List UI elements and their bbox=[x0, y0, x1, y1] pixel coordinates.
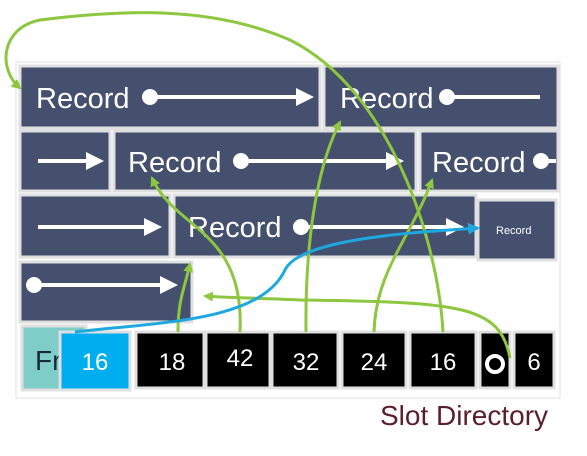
footer-label: Fr bbox=[35, 345, 61, 376]
arrowhead-icon bbox=[86, 152, 104, 170]
arrowhead-icon bbox=[144, 218, 162, 236]
arrowhead-icon bbox=[160, 276, 178, 294]
arrowhead-icon bbox=[386, 152, 404, 170]
arrowhead-icon bbox=[446, 218, 464, 236]
slot-entry-5 bbox=[408, 330, 478, 390]
slot-entry-5-value: 16 bbox=[430, 349, 457, 376]
slot-pointer-18 bbox=[176, 262, 194, 333]
slot-free-space-value: 16 bbox=[82, 349, 109, 376]
record-row3-b-label: Record bbox=[188, 212, 282, 244]
record-row4-a bbox=[18, 260, 194, 324]
slot-entry-2 bbox=[204, 330, 272, 390]
slot-count-value: 6 bbox=[527, 349, 540, 376]
arrowhead-icon bbox=[296, 88, 314, 106]
slot-pointer-top-loop bbox=[4, 11, 445, 333]
slot-entry-4-value: 24 bbox=[361, 349, 388, 376]
slot-entry-3-value: 32 bbox=[293, 349, 320, 376]
slot-entry-1 bbox=[134, 330, 206, 390]
empty-slot-ring-icon bbox=[485, 354, 505, 374]
slot-entry-1-value: 18 bbox=[159, 349, 186, 376]
slot-count bbox=[512, 330, 556, 390]
slot-pointer-24 bbox=[372, 178, 434, 333]
record-row1-a-label: Record bbox=[36, 83, 130, 115]
slot-pointer-empty bbox=[203, 291, 512, 359]
free-space-pointer bbox=[74, 222, 480, 334]
slot-entry-4 bbox=[340, 330, 408, 390]
slot-entry-2-value: 42 bbox=[227, 345, 254, 372]
record-row1-b-label: Record bbox=[340, 83, 434, 115]
slot-free-space bbox=[58, 330, 132, 392]
record-row2-c-label: Record bbox=[432, 147, 526, 179]
slot-pointer-32 bbox=[304, 120, 342, 333]
slot-directory-caption: Slot Directory bbox=[380, 400, 549, 431]
record-row3-small-label: Record bbox=[496, 225, 531, 237]
record-row2-b-label: Record bbox=[128, 147, 222, 179]
